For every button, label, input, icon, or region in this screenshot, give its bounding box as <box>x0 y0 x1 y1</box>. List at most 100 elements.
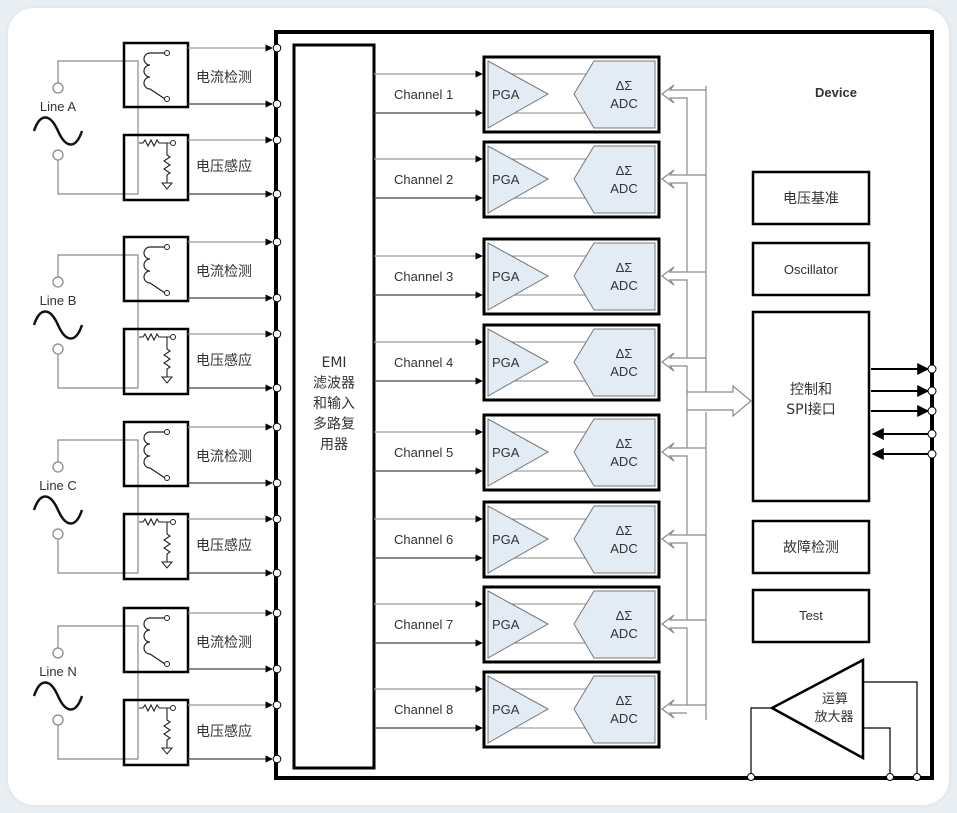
voltage-sense-label: 电压感应 <box>196 723 252 740</box>
adc-bus-arrow <box>661 84 706 175</box>
adc-bus-arrow <box>661 266 706 358</box>
pga-label: PGA <box>492 702 520 717</box>
adc-bus-arrow <box>661 699 706 719</box>
hollow-arrow <box>661 614 706 705</box>
mux-label-line: 多路复 <box>313 416 355 433</box>
ground-icon <box>160 182 174 190</box>
input-pin <box>272 237 282 247</box>
op-amp-label-line2: 放大器 <box>814 710 853 725</box>
coil-terminal <box>164 661 170 667</box>
current-sense-box <box>122 235 190 303</box>
op-amp: 运算 放大器 <box>747 657 921 781</box>
spi-input-pin <box>927 449 937 459</box>
delta-sigma-adc <box>573 590 656 659</box>
resistor-icon <box>139 703 170 713</box>
input-pin <box>272 293 282 303</box>
spi-input-pin <box>927 429 937 439</box>
op-amp-triangle <box>769 657 865 761</box>
ac-source-icon <box>32 310 84 340</box>
line-wire <box>57 625 139 760</box>
channel-label: Channel 4 <box>394 355 453 370</box>
adc-bus-arrow <box>661 442 706 535</box>
voltage-sense-label: 电压感应 <box>196 158 252 175</box>
line-terminal-top <box>52 461 64 473</box>
line-wire <box>57 254 139 389</box>
coil-terminal <box>164 290 170 296</box>
resistor-terminal <box>170 519 176 525</box>
spi-output-pin <box>927 386 937 396</box>
transformer-coil-icon <box>143 617 166 665</box>
data-bus <box>661 84 752 720</box>
resistor-terminal <box>170 334 176 340</box>
line-terminal-top <box>52 276 64 288</box>
input-pin <box>272 43 282 53</box>
transformer-coil-icon <box>143 431 166 479</box>
pga-label: PGA <box>492 445 520 460</box>
current-sense-box <box>122 606 190 674</box>
channel-label: Channel 5 <box>394 445 453 460</box>
device-boundary <box>274 30 934 780</box>
adc-label-top: ΔΣ <box>616 436 633 451</box>
pga-label: PGA <box>492 87 520 102</box>
op-amp-input-wire-1 <box>863 681 918 776</box>
coil-terminal <box>164 475 170 481</box>
voltage-sense-box <box>122 133 190 202</box>
adc-label-top: ΔΣ <box>616 260 633 275</box>
line-wire <box>57 60 139 195</box>
input-pin <box>272 135 282 145</box>
emi-filter-mux-block <box>292 43 376 770</box>
delta-sigma-adc <box>573 145 656 214</box>
spi-pins <box>871 363 937 460</box>
control-spi-block: 控制和 SPI接口 <box>751 310 871 503</box>
input-pin <box>272 700 282 710</box>
control-bus-arrow <box>686 384 752 418</box>
line-label: Line N <box>39 664 77 679</box>
adc-label-bottom: ADC <box>610 541 637 556</box>
op-amp-label-line1: 运算 <box>822 692 848 707</box>
line-terminal-bottom <box>52 528 64 540</box>
resistor-icon <box>139 138 170 148</box>
hollow-arrow <box>661 352 706 448</box>
delta-sigma-adc <box>573 60 656 129</box>
adc-label-top: ΔΣ <box>616 163 633 178</box>
adc-label-top: ΔΣ <box>616 346 633 361</box>
spi-output-pin <box>927 406 937 416</box>
control-spi-label-line2: SPI接口 <box>786 401 835 418</box>
input-pin <box>272 99 282 109</box>
adc-label-top: ΔΣ <box>616 523 633 538</box>
pga-amplifier <box>487 418 550 487</box>
adc-label-bottom: ADC <box>610 454 637 469</box>
voltage-sense-label: 电压感应 <box>196 537 252 554</box>
resistor-icon <box>163 708 171 748</box>
resistor-icon <box>139 517 170 527</box>
line-terminal-top <box>52 82 64 94</box>
channel-label: Channel 6 <box>394 532 453 547</box>
resistor-icon <box>139 332 170 342</box>
oscillator-label: Oscillator <box>784 262 839 277</box>
coil-terminal <box>164 615 170 621</box>
input-pin <box>272 189 282 199</box>
ac-source-icon <box>32 116 84 146</box>
current-sense-box <box>122 41 190 109</box>
adc-label-bottom: ADC <box>610 181 637 196</box>
line-label: Line C <box>39 478 77 493</box>
mux-label-line: 和输入 <box>313 396 355 412</box>
delta-sigma-adc <box>573 505 656 574</box>
input-pin <box>272 422 282 432</box>
adc-label-bottom: ADC <box>610 711 637 726</box>
pga-amplifier <box>487 328 550 397</box>
current-sense-label: 电流检测 <box>196 449 252 465</box>
pga-amplifier <box>487 145 550 214</box>
test-block: Test <box>751 588 871 644</box>
hollow-arrow <box>661 266 706 358</box>
input-pin <box>272 608 282 618</box>
oscillator-block: Oscillator <box>751 241 871 297</box>
mux-label-line: EMI <box>321 355 346 371</box>
line-terminal-bottom <box>52 149 64 161</box>
resistor-icon <box>163 522 171 562</box>
